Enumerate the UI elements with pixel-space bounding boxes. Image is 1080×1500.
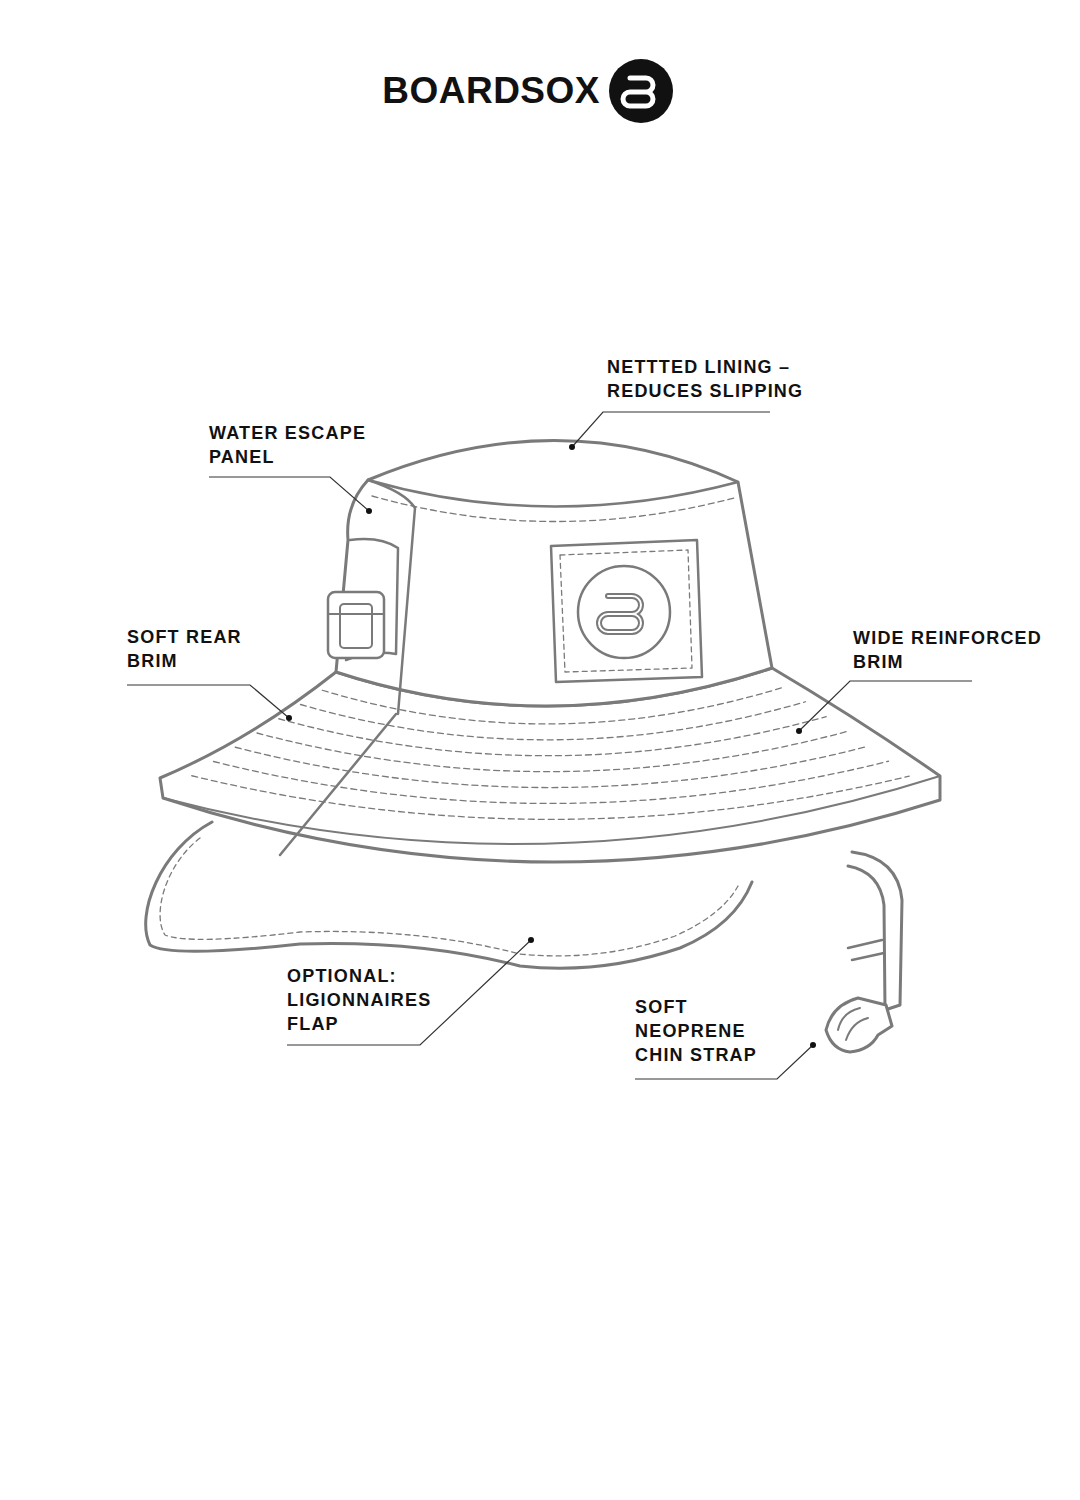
brand-logo	[609, 59, 673, 123]
callout-label: OPTIONAL: LIGIONNAIRES FLAP	[287, 964, 462, 1036]
leader-lines	[127, 412, 972, 1079]
callout-label: SOFT REAR BRIM	[127, 625, 262, 673]
brim-stitch	[214, 761, 889, 803]
brim-stitch	[192, 776, 910, 820]
leader-dots	[286, 444, 816, 1048]
callout-label: SOFT NEOPRENE CHIN STRAP	[635, 995, 780, 1067]
brand-title: BOARDSOX	[382, 71, 600, 111]
callout-label: WATER ESCAPE PANEL	[209, 421, 394, 469]
brim-stitch	[279, 717, 827, 756]
callout-label: WIDE REINFORCED BRIM	[853, 626, 1068, 674]
brim-stitch	[235, 746, 868, 787]
callout-label: NETTTED LINING – REDUCES SLIPPING	[607, 355, 847, 403]
hat-outline	[146, 440, 940, 1052]
brim-stitch	[257, 732, 847, 772]
